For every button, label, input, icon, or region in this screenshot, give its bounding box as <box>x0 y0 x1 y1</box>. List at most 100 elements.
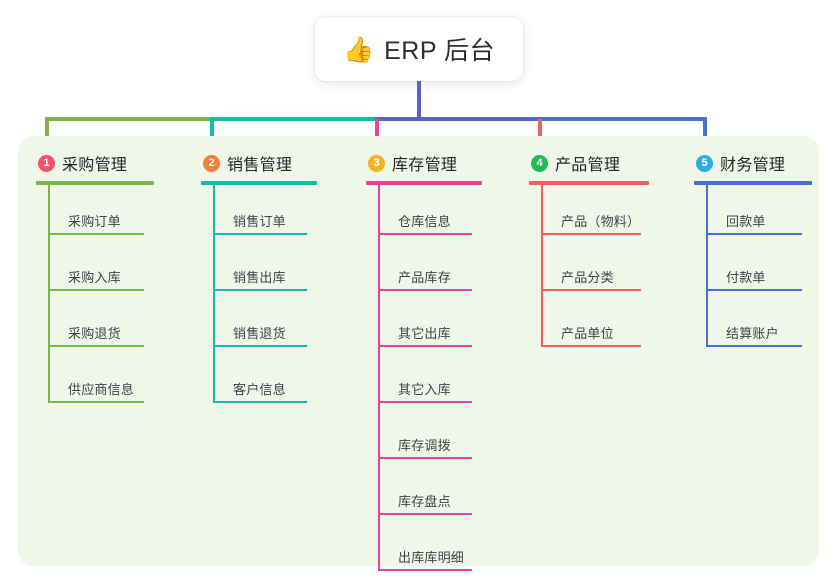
root-node-card[interactable]: 👍 ERP 后台 <box>315 17 523 81</box>
list-item[interactable]: 产品（物料） <box>543 185 649 241</box>
column-2: 2 销售管理销售订单销售出库销售退货客户信息 <box>201 148 317 409</box>
list-item-rule <box>50 401 144 403</box>
list-item[interactable]: 仓库信息 <box>380 185 482 241</box>
list-item-label: 采购订单 <box>68 214 121 229</box>
list-item-rule <box>215 401 307 403</box>
column-items-2: 销售订单销售出库销售退货客户信息 <box>201 185 317 409</box>
list-item[interactable]: 库存盘点 <box>380 465 482 521</box>
column-title-4: 产品管理 <box>555 157 621 174</box>
column-spine-4 <box>541 185 543 347</box>
list-item[interactable]: 产品库存 <box>380 241 482 297</box>
column-header-5[interactable]: 5 财务管理 <box>694 148 812 178</box>
list-item[interactable]: 采购订单 <box>50 185 154 241</box>
list-item-rule <box>50 233 144 235</box>
column-5: 5 财务管理回款单付款单结算账户 <box>694 148 812 353</box>
column-badge-1: 1 <box>38 154 55 172</box>
list-item-label: 产品（物料） <box>561 214 641 229</box>
list-item-label: 客户信息 <box>233 382 286 397</box>
column-items-3: 仓库信息产品库存其它出库其它入库库存调拨库存盘点出库库明细 <box>366 185 482 577</box>
column-badge-3: 3 <box>368 154 385 172</box>
bus-segment-5 <box>538 117 707 121</box>
list-item-label: 付款单 <box>726 270 766 285</box>
list-item-rule <box>543 289 641 291</box>
list-item-rule <box>708 345 802 347</box>
column-spine-1 <box>48 185 50 403</box>
list-item-label: 销售退货 <box>233 326 286 341</box>
column-title-5: 财务管理 <box>720 157 786 174</box>
trunk-connector <box>417 81 421 121</box>
list-item[interactable]: 产品单位 <box>543 297 649 353</box>
list-item-label: 库存盘点 <box>398 494 451 509</box>
column-title-3: 库存管理 <box>392 157 458 174</box>
column-spine-5 <box>706 185 708 347</box>
list-item-rule <box>380 233 472 235</box>
bus-segment-2 <box>210 117 423 121</box>
drop-connector-3 <box>375 119 379 149</box>
column-spine-3 <box>378 185 380 571</box>
column-3: 3 库存管理仓库信息产品库存其它出库其它入库库存调拨库存盘点出库库明细 <box>366 148 482 577</box>
list-item-label: 销售出库 <box>233 270 286 285</box>
column-header-4[interactable]: 4 产品管理 <box>529 148 649 178</box>
branches-panel: 1 采购管理采购订单采购入库采购退货供应商信息 2 销售管理销售订单销售出库销售退货客… <box>18 136 819 571</box>
column-badge-5: 5 <box>696 154 713 172</box>
bus-segment-4 <box>375 117 542 121</box>
list-item[interactable]: 结算账户 <box>708 297 812 353</box>
column-spine-2 <box>213 185 215 403</box>
list-item-rule <box>380 401 472 403</box>
list-item[interactable]: 库存调拨 <box>380 409 482 465</box>
list-item-label: 供应商信息 <box>68 382 135 397</box>
list-item-label: 采购入库 <box>68 270 121 285</box>
list-item[interactable]: 销售退货 <box>215 297 317 353</box>
drop-connector-2 <box>210 119 214 149</box>
column-header-2[interactable]: 2 销售管理 <box>201 148 317 178</box>
root-node-title: ERP 后台 <box>384 37 496 65</box>
list-item-rule <box>215 233 307 235</box>
column-header-3[interactable]: 3 库存管理 <box>366 148 482 178</box>
list-item[interactable]: 产品分类 <box>543 241 649 297</box>
list-item-label: 结算账户 <box>726 326 779 341</box>
list-item[interactable]: 供应商信息 <box>50 353 154 409</box>
list-item-label: 产品单位 <box>561 326 614 341</box>
list-item-label: 采购退货 <box>68 326 121 341</box>
list-item-label: 库存调拨 <box>398 438 451 453</box>
list-item-label: 产品分类 <box>561 270 614 285</box>
list-item[interactable]: 采购入库 <box>50 241 154 297</box>
list-item-rule <box>380 513 472 515</box>
bus-segment-1 <box>45 117 214 121</box>
column-title-1: 采购管理 <box>62 157 128 174</box>
list-item-rule <box>708 233 802 235</box>
column-header-1[interactable]: 1 采购管理 <box>36 148 154 178</box>
column-4: 4 产品管理产品（物料） 产品分类产品单位 <box>529 148 649 353</box>
drop-connector-1 <box>45 119 49 149</box>
list-item[interactable]: 其它入库 <box>380 353 482 409</box>
drop-connector-4 <box>538 119 542 149</box>
column-badge-2: 2 <box>203 154 220 172</box>
list-item[interactable]: 采购退货 <box>50 297 154 353</box>
list-item[interactable]: 回款单 <box>708 185 812 241</box>
list-item-rule <box>380 345 472 347</box>
list-item[interactable]: 客户信息 <box>215 353 317 409</box>
list-item[interactable]: 其它出库 <box>380 297 482 353</box>
list-item-rule <box>543 345 641 347</box>
list-item[interactable]: 销售出库 <box>215 241 317 297</box>
column-items-4: 产品（物料） 产品分类产品单位 <box>529 185 649 353</box>
list-item-rule <box>380 569 472 571</box>
list-item[interactable]: 销售订单 <box>215 185 317 241</box>
list-item-label: 出库库明细 <box>398 550 465 565</box>
thumbs-up-icon: 👍 <box>342 34 375 64</box>
column-1: 1 采购管理采购订单采购入库采购退货供应商信息 <box>36 148 154 409</box>
list-item-label: 其它入库 <box>398 382 451 397</box>
list-item-rule <box>543 233 641 235</box>
list-item-label: 仓库信息 <box>398 214 451 229</box>
list-item[interactable]: 付款单 <box>708 241 812 297</box>
column-items-1: 采购订单采购入库采购退货供应商信息 <box>36 185 154 409</box>
column-title-2: 销售管理 <box>227 157 293 174</box>
column-badge-4: 4 <box>531 154 548 172</box>
column-rule-3 <box>366 181 482 185</box>
list-item-rule <box>708 289 802 291</box>
list-item[interactable]: 出库库明细 <box>380 521 482 577</box>
column-rule-2 <box>201 181 317 185</box>
list-item-label: 其它出库 <box>398 326 451 341</box>
list-item-rule <box>50 345 144 347</box>
